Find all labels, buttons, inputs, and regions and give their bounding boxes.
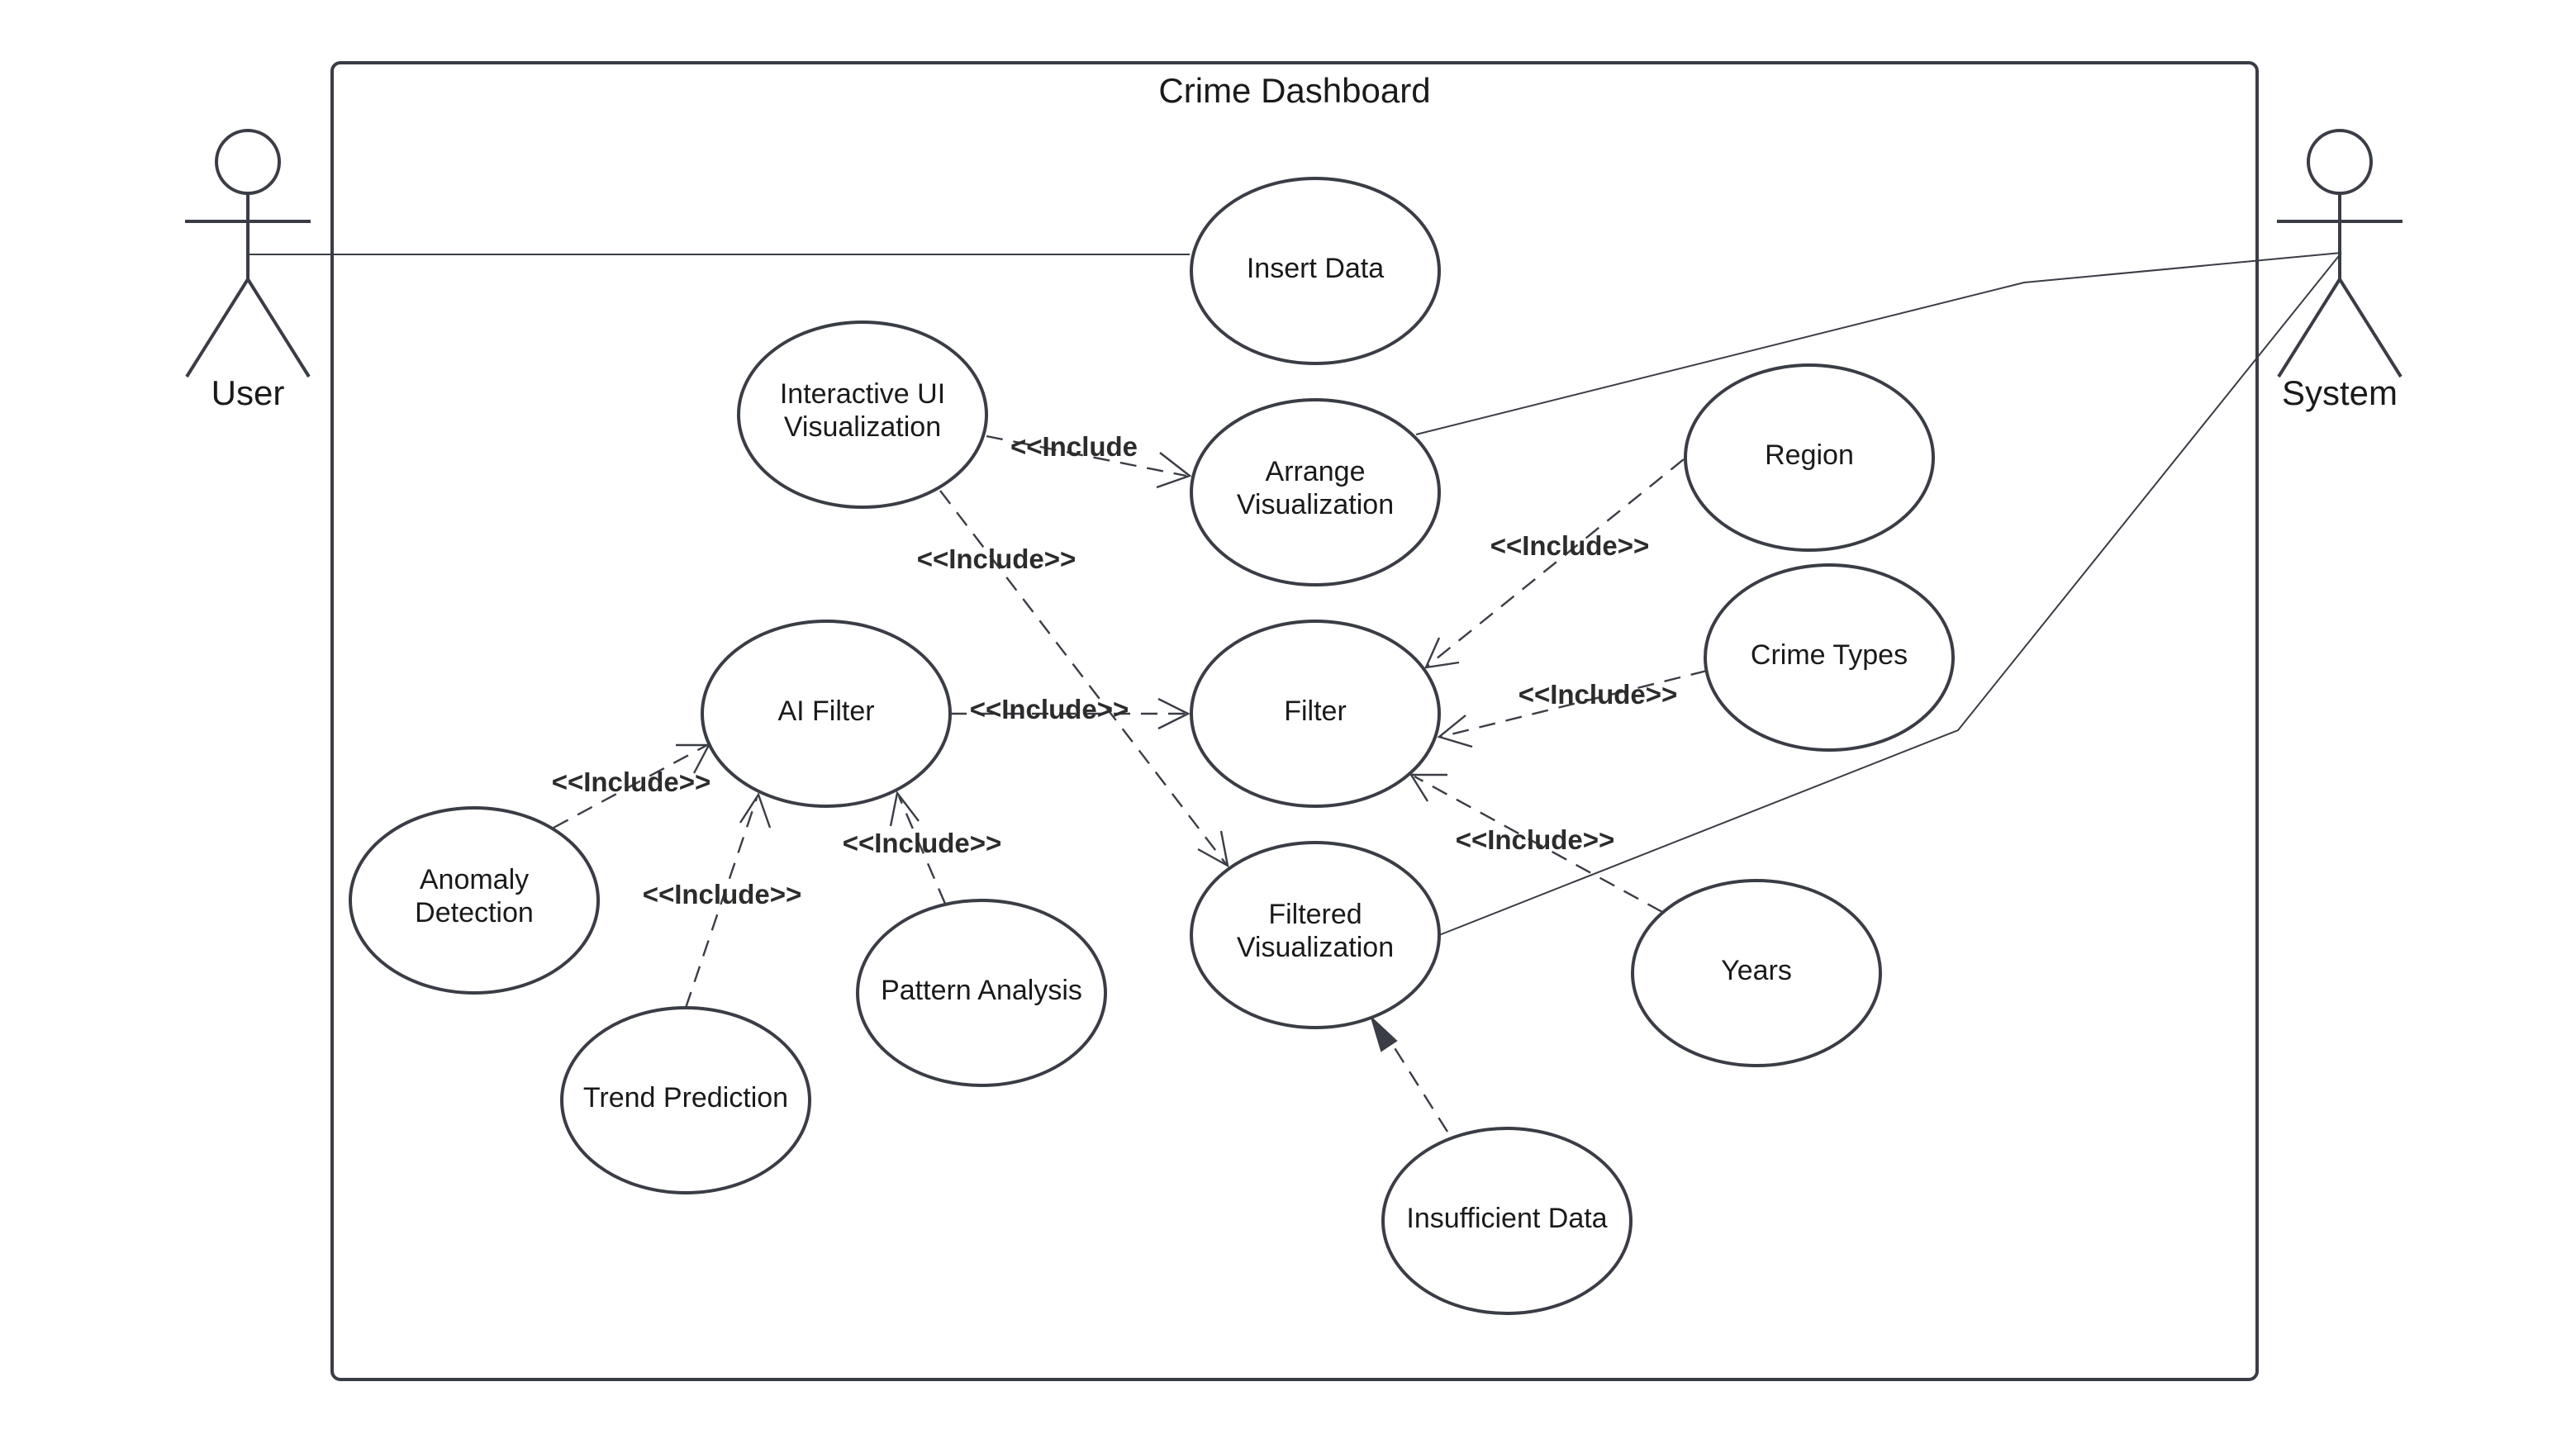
use-case-label: Insert Data <box>1247 253 1384 284</box>
use-case-trend-prediction[interactable]: Trend Prediction <box>560 1006 811 1194</box>
label-pattern-to-ai-filter: <<Include>> <box>843 828 1002 858</box>
label-ui-to-filtered: <<Include>> <box>917 544 1077 574</box>
dep-trend-to-ai-filter <box>684 797 758 1009</box>
dep-insufficient-to-filtered <box>1386 1037 1449 1132</box>
dep-years-to-filter <box>1414 775 1663 914</box>
dep-insufficient-to-filtered-arrowhead <box>1369 1014 1398 1052</box>
dependency-labels: <<Include <<Include>> <<Include>> <<Incl… <box>552 431 1678 909</box>
use-case-label: Filtered <box>1268 899 1362 930</box>
use-case-arrange-visualization[interactable]: Arrange Visualization <box>1190 398 1441 586</box>
actor-leg-right <box>2338 278 2403 378</box>
label-years-to-filter: <<Include>> <box>1456 824 1615 855</box>
dep-ui-to-arrange <box>986 434 1187 477</box>
label-ai-filter-to-filter: <<Include>> <box>970 694 1129 724</box>
dep-crime-types-to-filter <box>1440 669 1708 738</box>
use-case-label: Region <box>1765 439 1854 471</box>
use-case-label: Interactive UI <box>780 378 945 410</box>
use-case-label: Filter <box>1284 696 1347 727</box>
use-case-label: Years <box>1721 955 1792 986</box>
use-case-label: Crime Types <box>1751 639 1908 671</box>
actor-head <box>2307 129 2373 195</box>
use-case-insufficient-data[interactable]: Insufficient Data <box>1381 1127 1633 1315</box>
use-case-filtered-visualization[interactable]: Filtered Visualization <box>1190 841 1441 1029</box>
dep-pattern-to-ai-filter <box>897 795 947 905</box>
use-case-label: Arrange <box>1266 456 1366 487</box>
dep-pattern-to-ai-filter-arrowhead <box>889 791 920 827</box>
use-case-filter[interactable]: Filter <box>1190 620 1441 808</box>
use-case-ai-filter[interactable]: AI Filter <box>701 620 952 808</box>
actor-user[interactable]: User <box>185 129 311 412</box>
dep-ai-filter-to-filter-arrowhead <box>1157 697 1191 730</box>
actor-head <box>215 129 281 195</box>
label-trend-to-ai-filter: <<Include>> <box>643 879 802 909</box>
dep-crime-types-to-filter-arrowhead <box>1437 715 1473 748</box>
use-case-label: Visualization <box>1237 932 1394 963</box>
assoc-system-arrange-visualization <box>1415 252 2342 435</box>
system-title: Crime Dashboard <box>1158 71 1430 110</box>
actor-leg-right <box>246 278 311 378</box>
use-case-interactive-ui-visualization[interactable]: Interactive UI Visualization <box>737 321 988 509</box>
system-boundary <box>330 61 2259 1381</box>
label-anomaly-to-ai-filter: <<Include>> <box>552 767 711 797</box>
associations <box>248 252 2342 936</box>
assoc-system-filtered-visualization <box>1438 252 2342 936</box>
use-case-label: Anomaly <box>420 864 529 895</box>
actor-leg-left <box>185 278 250 378</box>
label-ui-to-arrange: <<Include <box>1010 431 1138 462</box>
use-case-region[interactable]: Region <box>1684 363 1935 552</box>
use-case-crime-types[interactable]: Crime Types <box>1704 563 1955 752</box>
dep-anomaly-to-ai-filter <box>553 743 708 829</box>
use-case-insert-data[interactable]: Insert Data <box>1190 177 1441 365</box>
dep-ui-to-filtered <box>939 490 1227 865</box>
dep-trend-to-ai-filter-arrowhead <box>739 792 772 829</box>
use-case-pattern-analysis[interactable]: Pattern Analysis <box>856 899 1107 1087</box>
dep-years-to-filter-arrowhead <box>1409 773 1447 802</box>
use-case-label: Insufficient Data <box>1406 1203 1607 1234</box>
use-case-label: Pattern Analysis <box>881 975 1082 1006</box>
label-region-to-filter: <<Include>> <box>1490 530 1650 561</box>
dep-region-to-filter <box>1427 458 1685 667</box>
dependencies <box>553 434 1708 1132</box>
use-case-label: Trend Prediction <box>583 1082 788 1113</box>
actor-leg-left <box>2277 278 2341 378</box>
label-crime-types-to-filter: <<Include>> <box>1519 679 1678 710</box>
use-case-label: Visualization <box>784 411 941 443</box>
use-case-anomaly-detection[interactable]: Anomaly Detection <box>349 806 600 995</box>
actor-user-label: User <box>211 373 285 412</box>
use-case-label: Detection <box>415 897 534 928</box>
dep-region-to-filter-arrowhead <box>1424 637 1460 669</box>
use-case-label: AI Filter <box>777 696 874 727</box>
use-case-label: Visualization <box>1237 489 1394 520</box>
actor-system[interactable]: System <box>2277 129 2403 412</box>
dep-ui-to-arrange-arrowhead <box>1156 452 1192 489</box>
use-case-years[interactable]: Years <box>1631 879 1882 1067</box>
actor-system-label: System <box>2282 373 2398 412</box>
dep-ui-to-filtered-arrowhead <box>1197 830 1229 868</box>
